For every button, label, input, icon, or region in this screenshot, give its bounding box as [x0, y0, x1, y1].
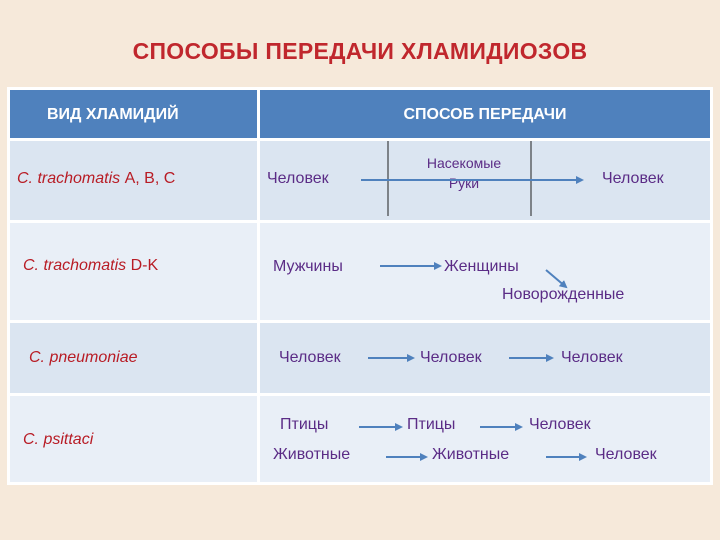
- row2-species-cell: C. trachomatis D-K: [10, 223, 257, 320]
- row2-species-suffix: D-K: [130, 257, 159, 274]
- header-species-label: ВИД ХЛАМИДИЙ: [47, 106, 179, 123]
- row3-transmission-cell: Человек Человек Человек: [260, 323, 710, 393]
- row2-node3: Новорожденные: [502, 286, 625, 303]
- header-species-cell: ВИД ХЛАМИДИЙ: [10, 90, 257, 138]
- row1-from: Человек: [267, 170, 329, 187]
- header-transmission-cell: СПОСОБ ПЕРЕДАЧИ: [260, 90, 710, 138]
- row3-chain-item: Человек: [420, 349, 482, 366]
- row2-transmission-cell: Мужчины Женщины Новорожденные: [260, 223, 710, 320]
- row3-species-name: C. pneumoniae: [29, 349, 138, 366]
- page-title: СПОСОБЫ ПЕРЕДАЧИ ХЛАМИДИОЗОВ: [132, 38, 588, 64]
- row1-species-text: C. trachomatis A, B, C: [17, 170, 175, 188]
- row4-species-cell: C. psittaci: [10, 396, 257, 482]
- row4-species-name: C. psittaci: [23, 431, 94, 448]
- header-transmission-label: СПОСОБ ПЕРЕДАЧИ: [403, 106, 567, 123]
- row4-line1-item: Птицы: [280, 416, 329, 433]
- row3-species-cell: C. pneumoniae: [10, 323, 257, 393]
- row2-species-name: C. trachomatis: [23, 257, 127, 274]
- row4-line1-item: Птицы: [407, 416, 456, 433]
- row4-line2-item: Животные: [273, 446, 351, 463]
- row1-to: Человек: [602, 170, 664, 187]
- row2-arrow-2: [545, 269, 568, 289]
- row3-species-text: C. pneumoniae: [29, 349, 138, 367]
- row1-species-name: C. trachomatis: [17, 170, 121, 187]
- row3-chain-item: Человек: [561, 349, 623, 366]
- row4-species-text: C. psittaci: [23, 431, 93, 449]
- row2-node1: Мужчины: [273, 258, 343, 275]
- row4-line2-item: Человек: [595, 446, 657, 463]
- row2-node2: Женщины: [444, 258, 519, 275]
- transmission-table: ВИД ХЛАМИДИЙ СПОСОБ ПЕРЕДАЧИ C. trachoma…: [7, 87, 713, 485]
- row1-via-line1: Насекомые: [426, 155, 502, 171]
- row1-species-cell: C. trachomatis A, B, C: [10, 141, 257, 220]
- row1-species-suffix: A, B, C: [124, 170, 176, 187]
- row2-species-text: C. trachomatis D-K: [23, 257, 158, 275]
- row3-chain-item: Человек: [279, 349, 341, 366]
- row4-line2-item: Животные: [432, 446, 510, 463]
- row4-line1-item: Человек: [529, 416, 591, 433]
- row4-transmission-cell: Птицы Птицы Человек Животные Животные Че…: [260, 396, 710, 482]
